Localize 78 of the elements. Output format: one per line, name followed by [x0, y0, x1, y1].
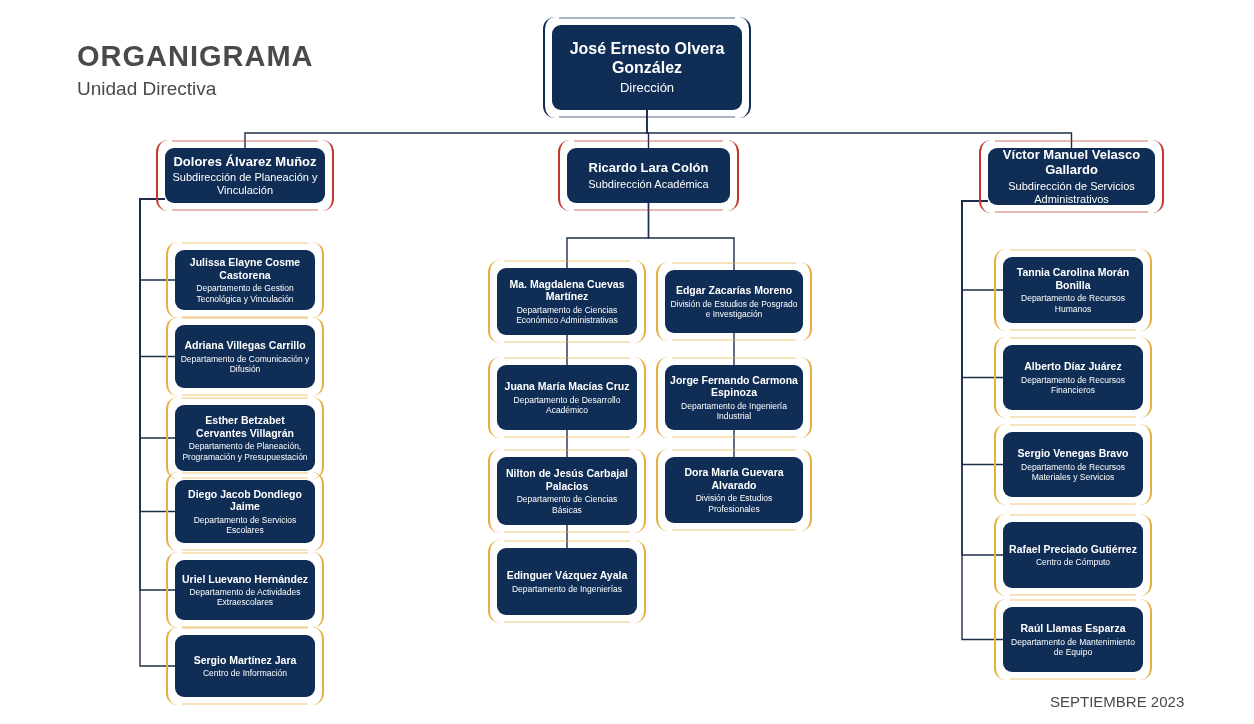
person-name: Julissa Elayne Cosme Castorena [188, 256, 302, 282]
subdirector-box [567, 148, 730, 203]
person-name: Edgar Zacarías Moreno [675, 284, 793, 297]
position-title: Dirección [619, 80, 675, 96]
person-name: Juana María Macías Cruz [504, 380, 630, 393]
department-box [497, 548, 637, 615]
department-box [175, 480, 315, 543]
position-title: Subdirección Académica [588, 177, 709, 191]
person-name: Víctor Manuel Velasco Gallardo [1001, 146, 1142, 178]
person-name: Raúl Llamas Esparza [1020, 622, 1126, 635]
connector-line [646, 109, 1073, 149]
person-name: Diego Jacob Dondiego Jaime [187, 487, 303, 513]
department-box [175, 325, 315, 388]
position-title: División de Estudios Profesionales [694, 493, 774, 514]
person-name: Nilton de Jesús Carbajal Palacios [505, 467, 629, 493]
date-label: SEPTIEMBRE 2023 [1050, 693, 1185, 710]
person-name: Jorge Fernando Carmona Espinoza [670, 373, 798, 399]
position-title: Departamento de Gestion Tecnológica y Vinculación [195, 283, 295, 304]
position-title: Subdirección de Planeación y Vinculación [171, 171, 319, 198]
position-title: Departamento de Actividades Extraescolares [188, 587, 302, 608]
department-box [1003, 607, 1143, 672]
subdirector-box [988, 148, 1155, 205]
position-title: Departamento de Ciencias Económico Administrativas [515, 304, 619, 326]
position-title: Subdirección de Servicios Administrativos [1007, 179, 1136, 207]
department-box [497, 365, 637, 430]
position-title: Departamento de Planeación, Programación y Presupuestación [181, 441, 309, 462]
person-name: Dora María Guevara Alvarado [683, 466, 785, 492]
department-box [665, 365, 803, 430]
person-name: Sergio Venegas Bravo [1017, 447, 1129, 460]
person-name: Alberto Díaz Juárez [1024, 360, 1122, 373]
department-box [175, 635, 315, 697]
department-box [665, 270, 803, 333]
position-title: Departamento de Recursos Humanos [1020, 293, 1126, 314]
subdirector-box [165, 148, 325, 203]
department-box [1003, 257, 1143, 323]
connector-line [566, 429, 568, 458]
person-name: Esther Betzabet Cervantes Villagrán [195, 414, 295, 440]
person-name: Ma. Magdalena Cuevas Martínez [508, 277, 626, 303]
person-name: Edinguer Vázquez Ayala [506, 569, 628, 582]
director-box [552, 25, 742, 110]
position-title: Departamento de Desarrollo Académico [512, 394, 622, 415]
position-title: Departamento de Comunicación y Difusión [180, 353, 310, 374]
connector-line [139, 198, 176, 667]
person-name: Ricardo Lara Colón [588, 160, 709, 176]
department-box [1003, 522, 1143, 588]
person-name: Uriel Luevano Hernández [182, 572, 308, 586]
position-title: División de Estudios de Posgrado e Investigación [670, 298, 798, 319]
department-box [1003, 432, 1143, 497]
position-title: Departamento de Servicios Escolares [192, 514, 298, 536]
person-name: Rafael Preciado Gutiérrez [1009, 542, 1137, 556]
department-box [497, 457, 637, 525]
person-name: Dolores Álvarez Muñoz [173, 153, 317, 170]
connector-line [566, 524, 568, 549]
subtitle: Unidad Directiva [77, 78, 217, 100]
position-title: Departamento de Ciencias Básicas [515, 494, 619, 515]
connector-line [566, 334, 568, 366]
department-box [175, 405, 315, 471]
connector-line [733, 429, 735, 458]
person-name: José Ernesto Olvera González [568, 39, 726, 78]
department-box [665, 457, 803, 523]
person-name: Adriana Villegas Carrillo [184, 339, 306, 352]
person-name: Sergio Martínez Jara [193, 653, 297, 667]
department-box [175, 250, 315, 310]
department-box [1003, 345, 1143, 410]
position-title: Departamento de Recursos Materiales y Servicios [1020, 461, 1126, 482]
position-title: Departamento de Ingeniería Industrial [680, 400, 788, 422]
position-title: Centro de Información [202, 668, 288, 679]
department-box [497, 268, 637, 335]
chart-title: ORGANIGRAMA [77, 40, 314, 73]
person-name: Tannia Carolina Morán Bonilla [1015, 266, 1131, 292]
connector-line [647, 202, 735, 271]
department-box [175, 560, 315, 620]
position-title: Departamento de Ingenierías [511, 583, 623, 594]
position-title: Departamento de Mantenimiento de Equipo [1010, 636, 1136, 657]
connector-line [733, 332, 735, 366]
position-title: Departamento de Recursos Financieros [1020, 374, 1126, 395]
position-title: Centro de Cómputo [1035, 557, 1111, 568]
connector-line [961, 200, 1004, 641]
